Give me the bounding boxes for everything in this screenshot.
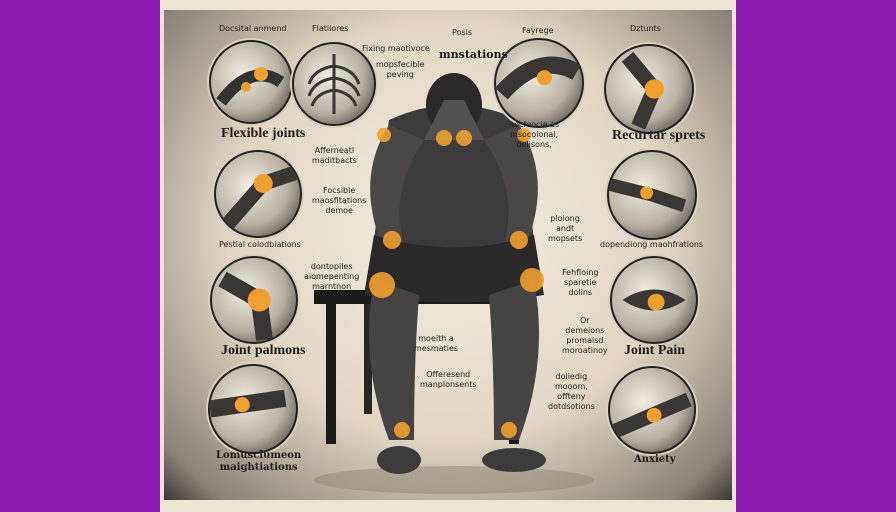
label-top-right-a: Fayrege [522, 26, 554, 35]
inset-wrist-right [607, 150, 697, 240]
label-joint-pain: Joint Pain [624, 343, 686, 358]
label-flexible-joints: Flexible joints [221, 126, 306, 141]
label-joint-palmons: Joint palmons [221, 343, 306, 358]
inset-hand-joints [209, 40, 293, 124]
label-offeresend: Offeresend manplonsents [420, 370, 477, 389]
label-doliedig: doliedig mooom, offteny dotdsotions [548, 372, 595, 411]
label-or-demeions: Or demeions promaisd moroatinoy [562, 316, 608, 355]
label-top-center-sub: Fixing maotivoce [362, 44, 430, 53]
inset-knee-pain [210, 256, 298, 344]
label-anxiety: Anxiety [634, 454, 676, 465]
inset-wrist-bottom [608, 366, 696, 454]
inset-hands-clasped [610, 256, 698, 344]
label-pestial: Pestial colodbiations [219, 240, 301, 249]
label-top-center: Posis [452, 28, 472, 37]
inset-forearm [208, 364, 298, 454]
label-dependong: dopendiong maohfrations [600, 240, 704, 249]
label-fehfloing: Fehfloing sparetie dolins [562, 268, 599, 297]
label-top-center-big: mnstations [439, 48, 508, 61]
label-top-center-sub2: mopsfecible peving [376, 60, 425, 79]
label-moeith: moeith a mesmaties [414, 334, 459, 353]
label-ploiong: ploiong andt mopsets [548, 214, 583, 243]
inset-ribcage [292, 42, 376, 126]
inset-knee-left [214, 150, 302, 238]
label-foctible: Focsible maosfitations demoe [312, 186, 367, 215]
label-top-left: Docsital anmend [219, 24, 287, 33]
label-top-right-b: Dztunts [630, 24, 661, 33]
label-afferent: Afferneatl maditbacts [312, 146, 357, 165]
seated-figure-illustration [304, 60, 604, 500]
label-top-second: Flatiiores [312, 24, 349, 33]
poster: Docsital anmend Flatiiores Posis Fixing … [160, 0, 736, 512]
label-right-upper-note: necfeocie as msocolonal, delisons, [509, 120, 560, 149]
label-recurtar-sprets: Recurtar sprets [612, 128, 706, 143]
inset-knee-top [604, 44, 694, 134]
poster-frame: Docsital anmend Flatiiores Posis Fixing … [164, 10, 732, 500]
label-lomuscliumeon: Lomusclumeon maightiations [216, 450, 302, 473]
label-dontopiles: dontopiles aiomepenting marntnon [304, 262, 360, 291]
inset-hands-shoulder [494, 38, 584, 128]
